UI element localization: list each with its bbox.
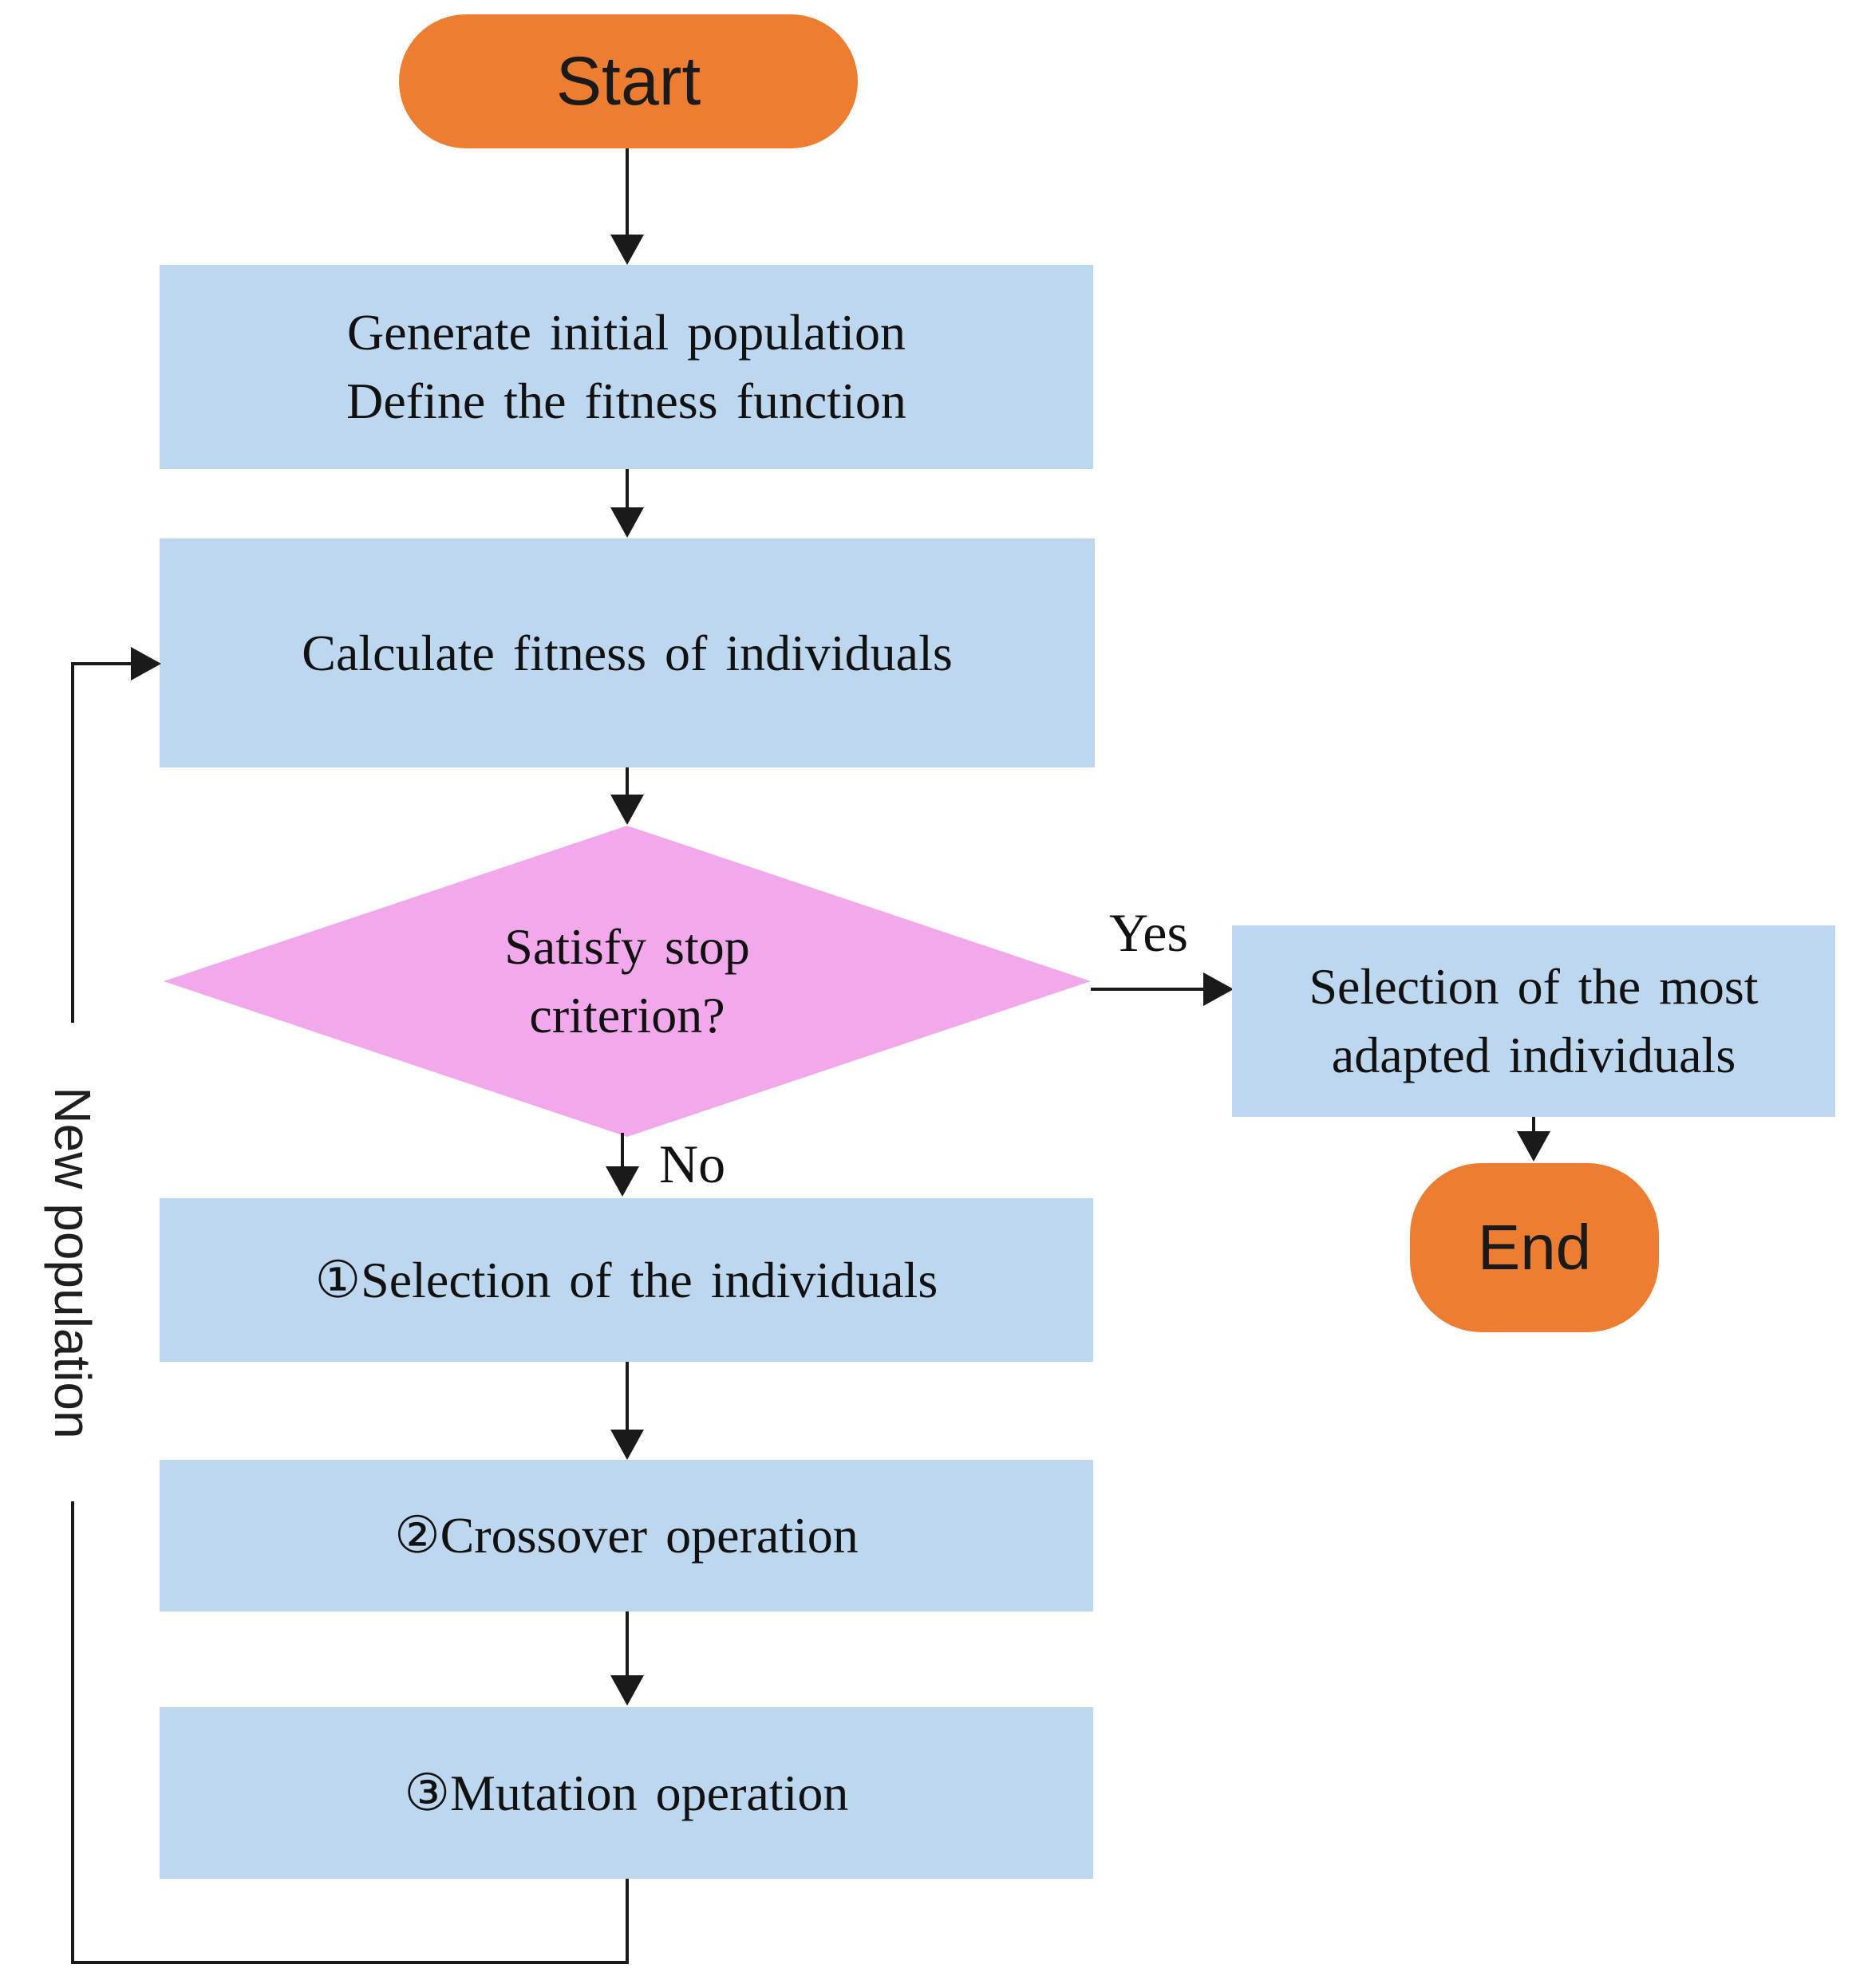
- arrowhead-crossover-mutation: [610, 1675, 644, 1706]
- edge-calculate-decision: [626, 767, 629, 796]
- edge-decision-selectindividuals: [621, 1133, 624, 1168]
- end-label: End: [1477, 1212, 1592, 1283]
- arrowhead-generate-calculate: [610, 507, 644, 538]
- generate-line-1: Generate initial population: [347, 304, 906, 361]
- arrowhead-decision-selectadapted: [1203, 972, 1234, 1006]
- calculate-fitness-box: Calculate fitness of individuals: [160, 538, 1095, 767]
- calculate-fitness-label: Calculate fitness of individuals: [302, 624, 953, 681]
- mutation-label: ③Mutation operation: [404, 1764, 849, 1821]
- stop-criterion-decision: Satisfy stop criterion?: [164, 826, 1091, 1137]
- edge-selectadapted-end: [1532, 1117, 1535, 1134]
- loop-seg-down: [626, 1879, 629, 1964]
- no-edge-label: No: [659, 1134, 726, 1194]
- generate-line-2: Define the fitness function: [346, 373, 906, 429]
- stop-criterion-label: Satisfy stop criterion?: [504, 913, 749, 1050]
- edge-decision-selectadapted: [1091, 988, 1206, 991]
- start-node: Start: [399, 14, 858, 148]
- arrowhead-calculate-decision: [610, 795, 644, 825]
- arrowhead-decision-selectindividuals: [606, 1166, 639, 1197]
- crossover-label: ②Crossover operation: [394, 1507, 859, 1564]
- loop-seg-left-upper: [71, 662, 74, 1023]
- edge-generate-calculate: [626, 469, 629, 509]
- edge-start-generate: [626, 148, 629, 236]
- end-node: End: [1410, 1163, 1659, 1332]
- generate-population-label: Generate initial population Define the f…: [346, 298, 906, 436]
- select-adapted-line-2: adapted individuals: [1331, 1027, 1736, 1083]
- loop-seg-left-lower: [71, 1501, 74, 1964]
- decision-line-1: Satisfy stop: [504, 918, 750, 976]
- crossover-box: ②Crossover operation: [160, 1460, 1093, 1611]
- arrowhead-start-generate: [610, 235, 644, 265]
- select-individuals-box: ①Selection of the individuals: [160, 1198, 1093, 1362]
- generate-population-box: Generate initial population Define the f…: [160, 265, 1093, 469]
- mutation-box: ③Mutation operation: [160, 1707, 1093, 1879]
- loop-seg-top: [71, 662, 132, 665]
- select-adapted-label: Selection of the most adapted individual…: [1309, 953, 1758, 1090]
- loop-seg-bottom: [71, 1961, 629, 1964]
- edge-crossover-mutation: [626, 1611, 629, 1678]
- arrowhead-selectindividuals-crossover: [610, 1430, 644, 1460]
- decision-line-2: criterion?: [529, 987, 725, 1043]
- arrowhead-loop-calculate: [131, 647, 161, 680]
- select-individuals-label: ①Selection of the individuals: [314, 1251, 938, 1308]
- start-label: Start: [555, 42, 701, 120]
- edge-selectindividuals-crossover: [626, 1362, 629, 1432]
- new-population-label: New population: [44, 1087, 101, 1439]
- select-adapted-box: Selection of the most adapted individual…: [1232, 925, 1835, 1117]
- yes-edge-label: Yes: [1109, 902, 1188, 963]
- select-adapted-line-1: Selection of the most: [1309, 958, 1759, 1016]
- arrowhead-selectadapted-end: [1517, 1131, 1550, 1162]
